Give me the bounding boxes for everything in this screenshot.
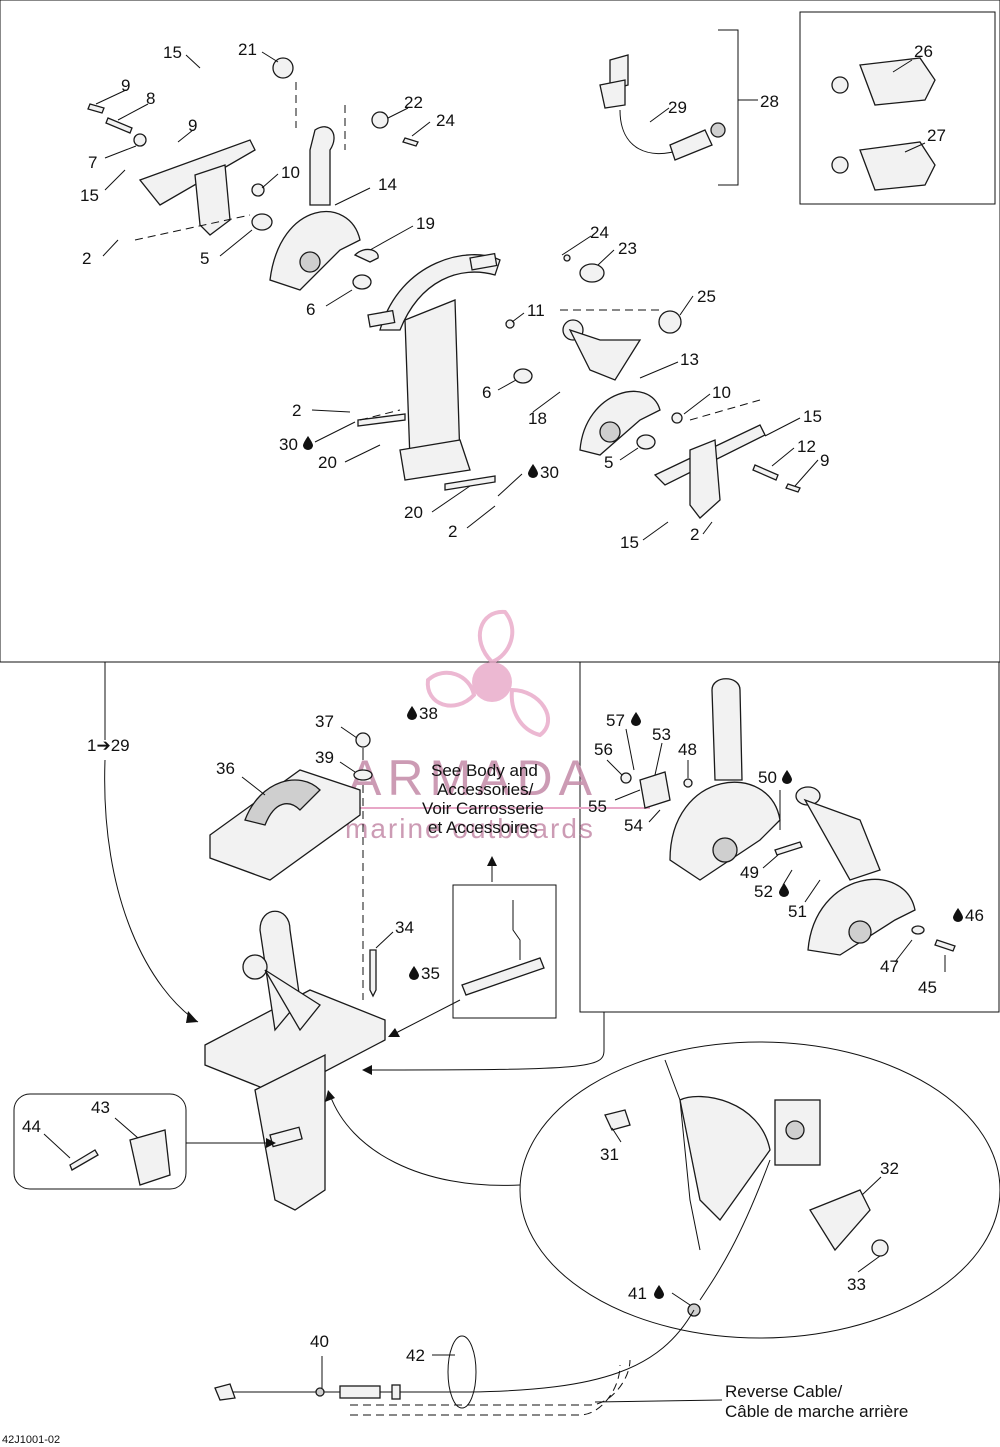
callout-50: 50 — [758, 768, 777, 787]
callout-15: 15 — [803, 407, 822, 426]
callout-2: 2 — [690, 525, 699, 544]
callout-20: 20 — [318, 453, 337, 472]
callout-47: 47 — [880, 957, 899, 976]
callout-57: 57 — [606, 711, 625, 730]
callout-55: 55 — [588, 797, 607, 816]
lower-leader-lines — [43, 662, 946, 1403]
callout-30: 30 — [279, 435, 298, 454]
callout-24: 24 — [436, 111, 455, 130]
body-note-line-2: Accessories/ — [437, 780, 534, 799]
callout-5: 5 — [604, 453, 613, 472]
callout-15: 15 — [80, 186, 99, 205]
callout-22: 22 — [404, 93, 423, 112]
callout-2: 2 — [82, 249, 91, 268]
callout-42: 42 — [406, 1346, 425, 1365]
callout-21: 21 — [238, 40, 257, 59]
watermark-tagline: marine outboards — [345, 813, 595, 844]
callout-25: 25 — [697, 287, 716, 306]
callout-30: 30 — [540, 463, 559, 482]
callout-41: 41 — [628, 1284, 647, 1303]
cable-detail-ellipse — [519, 1041, 1000, 1339]
callout-2: 2 — [292, 401, 301, 420]
callout-45: 45 — [918, 978, 937, 997]
callout-51: 51 — [788, 902, 807, 921]
callout-26: 26 — [914, 42, 933, 61]
callout-7: 7 — [88, 153, 97, 172]
callout-numbers: 15 21 9 8 9 7 15 10 14 22 24 19 2 5 6 24… — [22, 40, 984, 1365]
cable-note-line-1: Reverse Cable/ — [725, 1382, 842, 1401]
callout-14: 14 — [378, 175, 397, 194]
callout-38: 38 — [419, 704, 438, 723]
callout-35: 35 — [421, 964, 440, 983]
bracket-inset-box — [13, 1093, 187, 1190]
callout-27: 27 — [927, 126, 946, 145]
callout-46: 46 — [965, 906, 984, 925]
callout-56: 56 — [594, 740, 613, 759]
callout-28: 28 — [760, 92, 779, 111]
callout-32: 32 — [880, 1159, 899, 1178]
body-note-line-3: Voir Carrosserie — [422, 799, 544, 818]
callout-5: 5 — [200, 249, 209, 268]
body-reference-box — [452, 884, 557, 1019]
callout-13: 13 — [680, 350, 699, 369]
accessory-inset-box — [799, 11, 996, 205]
callout-9: 9 — [188, 116, 197, 135]
callout-9: 9 — [121, 76, 130, 95]
callout-10: 10 — [712, 383, 731, 402]
callout-15: 15 — [163, 43, 182, 62]
callout-34: 34 — [395, 918, 414, 937]
alt-lever-inset-box — [579, 661, 1000, 1013]
callout-48: 48 — [678, 740, 697, 759]
callout-52: 52 — [754, 882, 773, 901]
callout-29: 29 — [668, 98, 687, 117]
callout-33: 33 — [847, 1275, 866, 1294]
callout-39: 39 — [315, 748, 334, 767]
upper-leader-lines — [95, 29, 926, 541]
figure-code: 42J1001-02 — [2, 1434, 60, 1446]
watermark-logo — [425, 609, 551, 738]
callout-31: 31 — [600, 1145, 619, 1164]
callout-23: 23 — [618, 239, 637, 258]
callout-15: 15 — [620, 533, 639, 552]
callout-12: 12 — [797, 437, 816, 456]
callout-11: 11 — [527, 301, 545, 320]
callout-54: 54 — [624, 816, 643, 835]
upper-exploded-parts — [87, 54, 936, 519]
callout-37: 37 — [315, 712, 334, 731]
callout-9: 9 — [820, 451, 829, 470]
callout-19: 19 — [416, 214, 435, 233]
callout-20: 20 — [404, 503, 423, 522]
watermark-brand: ARMADA — [348, 750, 598, 806]
callout-40: 40 — [310, 1332, 329, 1351]
callout-8: 8 — [146, 89, 155, 108]
callout-10: 10 — [281, 163, 300, 182]
callout-43: 43 — [91, 1098, 110, 1117]
callout-24: 24 — [590, 223, 609, 242]
body-note-line-1: See Body and — [431, 761, 538, 780]
callout-49: 49 — [740, 863, 759, 882]
cable-note-line-2: Câble de marche arrière — [725, 1402, 908, 1421]
callout-18: 18 — [528, 409, 547, 428]
callout-36: 36 — [216, 759, 235, 778]
callout-53: 53 — [652, 725, 671, 744]
range-label: 1➔29 — [87, 736, 130, 755]
notes: See Body and Accessories/ Voir Carrosser… — [2, 761, 908, 1446]
callout-6: 6 — [306, 300, 315, 319]
callout-2: 2 — [448, 522, 457, 541]
callout-44: 44 — [22, 1117, 41, 1136]
lower-exploded-parts — [69, 678, 956, 1416]
callout-6: 6 — [482, 383, 491, 402]
body-note-line-4: et Accessoires — [428, 818, 538, 837]
